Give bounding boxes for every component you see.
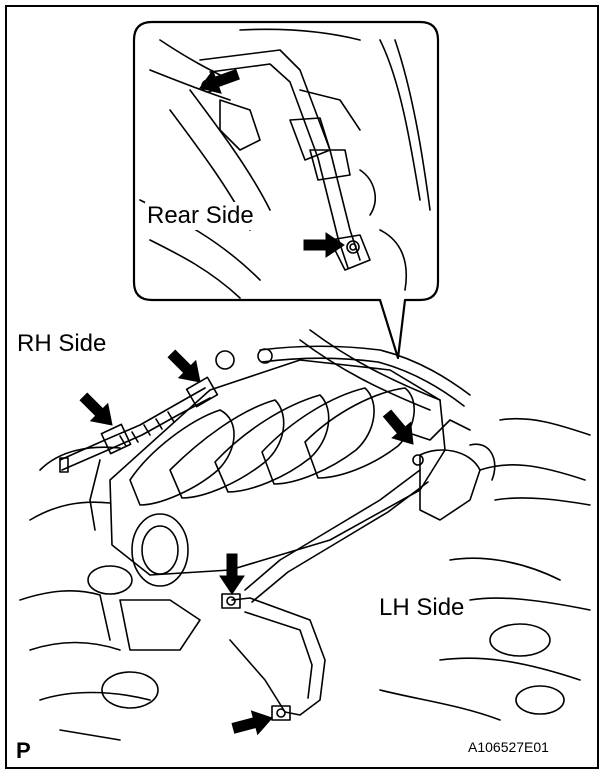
rear-side-label: Rear Side: [145, 202, 256, 230]
intake-manifold: [109, 329, 471, 651]
bolt-arrow-icon: [219, 553, 245, 595]
bolt-arrow-icon: [231, 710, 273, 736]
lh-side-label: LH Side: [377, 594, 467, 622]
bolt-arrow-icon: [79, 392, 113, 426]
rear-side-callout: [132, 20, 440, 360]
corner-mark: P: [16, 738, 31, 763]
bolt-arrow-icon: [303, 232, 345, 258]
engine-bay-lines: [19, 417, 591, 741]
lh-wire-harness-bracket: [221, 419, 496, 721]
rh-side-label: RH Side: [17, 330, 107, 357]
rh-wire-harness: [59, 376, 219, 531]
figure-code: A106527E01: [468, 739, 549, 755]
bolt-arrow-icon: [382, 409, 414, 445]
bolt-arrow-icon: [199, 68, 240, 94]
bolt-arrow-icon: [167, 349, 201, 383]
